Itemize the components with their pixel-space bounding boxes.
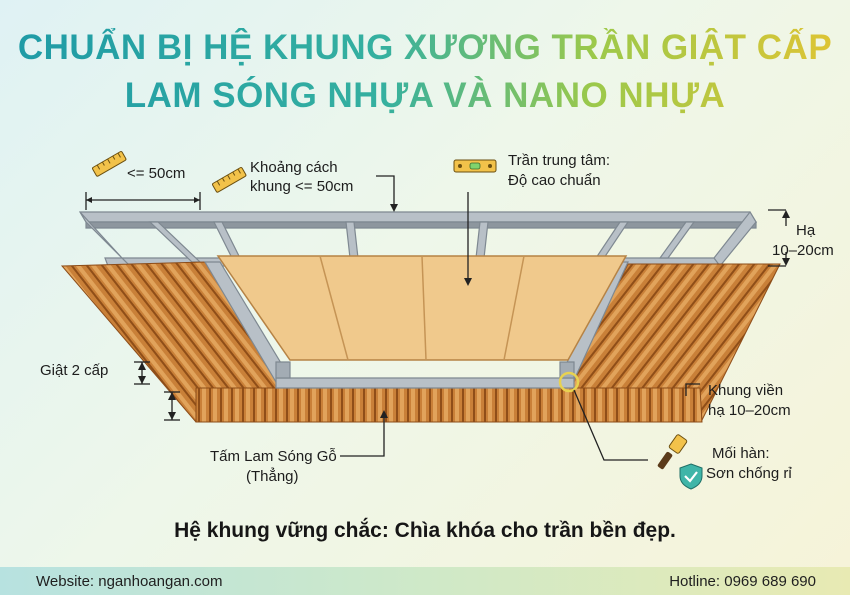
title-line-2: LAM SÓNG NHỰA VÀ NANO NHỰA — [0, 76, 850, 116]
two-step-label: Giật 2 cấp — [40, 362, 109, 379]
ruler-icon — [212, 167, 247, 193]
frame-spacing-label-2: khung <= 50cm — [250, 178, 354, 195]
wood-panel-label-2: (Thẳng) — [246, 468, 299, 485]
center-ceiling-panel — [216, 255, 628, 361]
wood-panel-label-1: Tấm Lam Sóng Gỗ — [210, 448, 337, 465]
weld-point-marker — [558, 371, 580, 393]
border-frame-label-1: Khung viền — [708, 382, 784, 399]
caption: Hệ khung vững chắc: Chìa khóa cho trần b… — [174, 519, 676, 542]
footer-bar: Website: nganhoangan.com Hotline: 0969 6… — [0, 567, 850, 595]
website-text[interactable]: Website: nganhoangan.com — [36, 573, 223, 590]
hotline-text[interactable]: Hotline: 0969 689 690 — [669, 573, 816, 590]
ruler-icon — [92, 151, 127, 177]
center-ceiling-label-1: Trần trung tâm: — [508, 152, 610, 169]
drop-label-1: Hạ — [796, 222, 816, 239]
wood-panel-front — [195, 387, 703, 423]
center-ceiling-label-2: Độ cao chuẩn — [508, 172, 601, 189]
spacing-small-label: <= 50cm — [127, 165, 186, 182]
level-icon — [453, 159, 497, 173]
border-frame-label-2: hạ 10–20cm — [708, 402, 791, 419]
title-line-1: CHUẨN BỊ HỆ KHUNG XƯƠNG TRẦN GIẬT CẤP — [0, 28, 850, 68]
drop-label-2: 10–20cm — [772, 242, 834, 259]
shield-icon — [679, 463, 703, 490]
weld-label-2: Sơn chống rỉ — [706, 465, 792, 482]
frame-spacing-label-1: Khoảng cách — [250, 159, 338, 176]
weld-label-1: Mối hàn: — [712, 445, 770, 462]
paintbrush-icon — [657, 434, 688, 470]
